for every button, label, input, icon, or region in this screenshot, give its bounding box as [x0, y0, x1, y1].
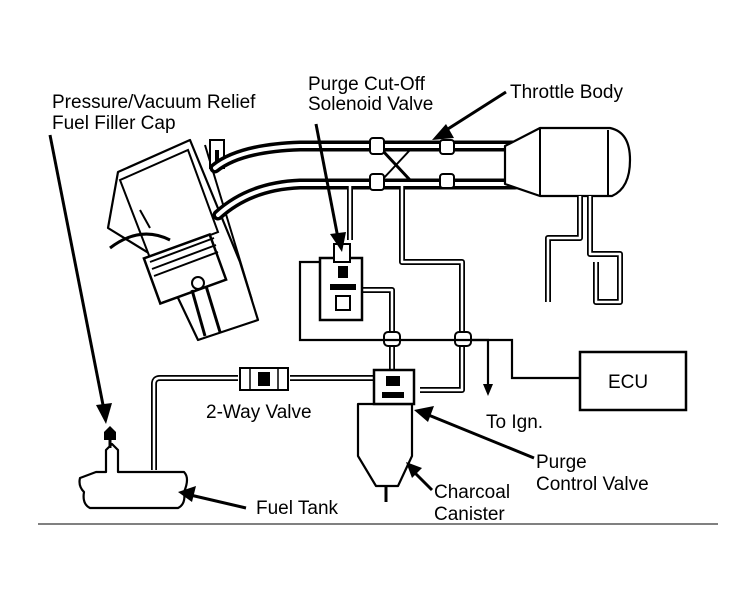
pointer-arrows [48, 90, 535, 510]
label-purge-cutoff-line2: Solenoid Valve [308, 94, 433, 115]
label-to-ign: To Ign. [486, 412, 543, 433]
throttle-body [503, 126, 632, 305]
charcoal-canister [356, 402, 414, 502]
label-purge-cutoff-line1: Purge Cut-Off [308, 74, 426, 95]
label-throttle-body: Throttle Body [510, 82, 623, 103]
label-ecu: ECU [608, 372, 648, 393]
purge-control-valve [372, 368, 416, 406]
purge-cutoff-solenoid [318, 243, 364, 322]
label-charcoal-line2: Canister [434, 504, 505, 525]
label-two-way-valve: 2-Way Valve [206, 402, 312, 423]
label-fuel-tank: Fuel Tank [256, 498, 339, 519]
label-fuel-filler-cap-line2: Fuel Filler Cap [52, 113, 176, 134]
two-way-valve [239, 367, 289, 391]
intake-manifold [209, 140, 521, 221]
label-purge-control-line2: Control Valve [536, 474, 649, 495]
ecu-box [578, 350, 688, 412]
label-fuel-filler-cap-line1: Pressure/Vacuum Relief [52, 92, 256, 113]
throttle-plate [369, 137, 455, 191]
fuel-tank [78, 426, 189, 510]
wiring [298, 260, 582, 396]
label-charcoal-line1: Charcoal [434, 482, 510, 503]
vacuum-lines [151, 186, 472, 470]
engine-cylinder [106, 138, 260, 342]
label-purge-control-line1: Purge [536, 452, 587, 473]
